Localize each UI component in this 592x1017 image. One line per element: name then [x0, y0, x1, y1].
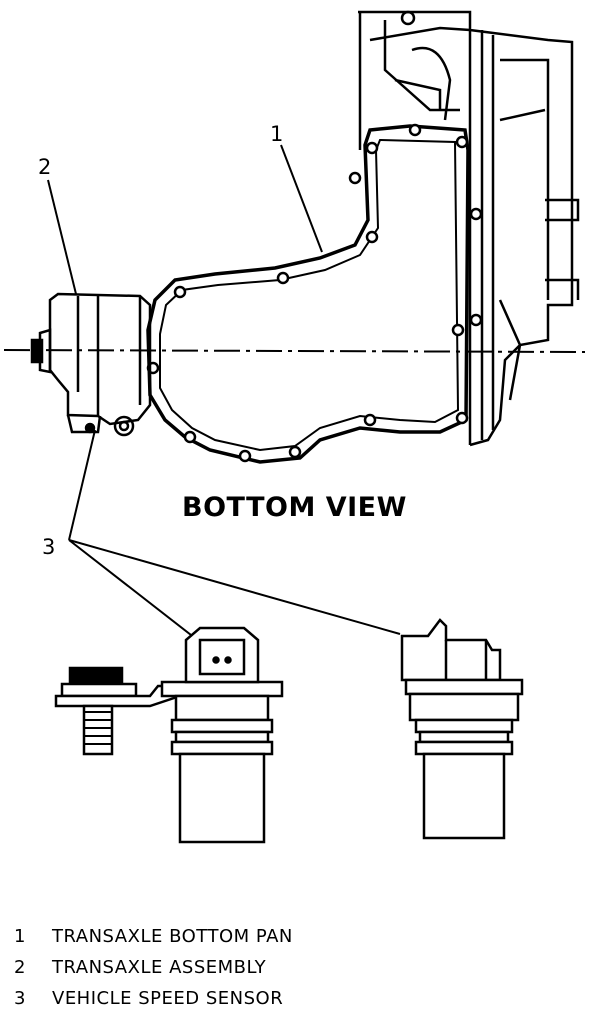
speed-sensor-front — [400, 618, 524, 840]
legend-item: 1 TRANSAXLE BOTTOM PAN — [14, 924, 293, 955]
pan-bolts — [146, 123, 483, 463]
legend: 1 TRANSAXLE BOTTOM PAN 2 TRANSAXLE ASSEMBL… — [14, 924, 293, 1017]
legend-item: 2 TRANSAXLE ASSEMBLY — [14, 955, 293, 986]
bottom-pan — [146, 124, 470, 464]
leader-lines — [47, 144, 401, 643]
legend-text: TRANSAXLE ASSEMBLY — [52, 957, 267, 978]
center-line — [3, 349, 586, 353]
callout-2: 2 — [38, 155, 52, 179]
legend-number: 1 — [14, 926, 26, 947]
legend-text: TRANSAXLE BOTTOM PAN — [52, 926, 293, 947]
legend-number: 3 — [14, 988, 26, 1009]
callout-3: 3 — [42, 535, 56, 559]
bottom-view-caption: BOTTOM VIEW — [182, 492, 407, 523]
transaxle-housing — [358, 10, 580, 447]
callout-1: 1 — [270, 122, 284, 146]
extension-housing — [30, 292, 152, 437]
legend-number: 2 — [14, 957, 26, 978]
legend-text: VEHICLE SPEED SENSOR — [52, 988, 284, 1009]
speed-sensor-side — [54, 626, 284, 844]
legend-item: 3 VEHICLE SPEED SENSOR — [14, 986, 293, 1017]
